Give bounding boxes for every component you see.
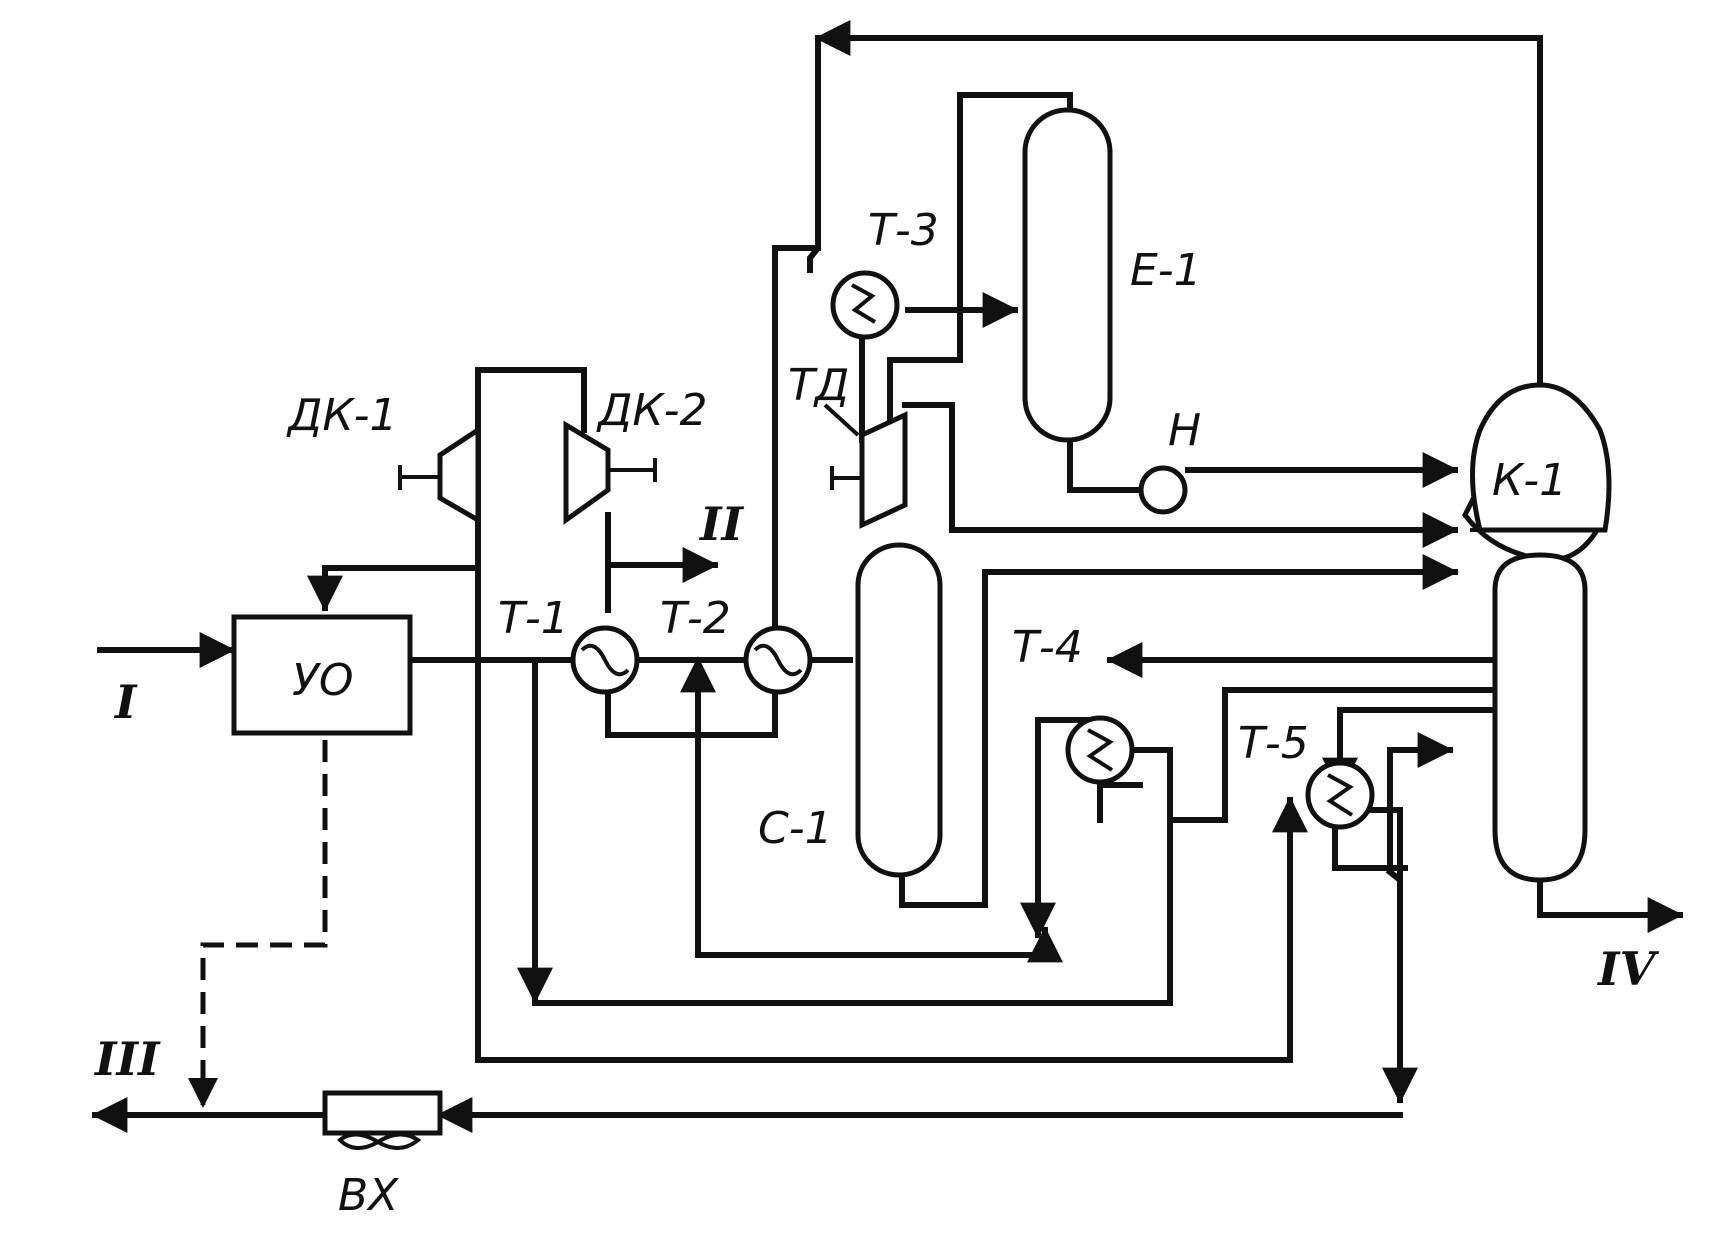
k1-column (1462, 382, 1612, 883)
td-label: ТД (788, 360, 849, 411)
stream-i-label: I (113, 675, 138, 729)
equipment-group: УО ДК-1 ДК-2 Т-1 Т-2 Т-3 ТД (231, 107, 1612, 1221)
stream-iv-label: IV (1596, 942, 1660, 996)
t1-heat-exchanger (570, 625, 640, 695)
t5-heat-exchanger (1305, 760, 1375, 830)
c1-label: С-1 (758, 803, 833, 854)
vx-label: ВХ (338, 1170, 399, 1221)
uo-unit (231, 614, 413, 736)
n-label: Н (1168, 405, 1201, 456)
t2-heat-exchanger (743, 625, 813, 695)
t2-label: Т-2 (660, 593, 731, 644)
k1-label: К-1 (1492, 455, 1567, 506)
vx-air-cooler (322, 1090, 443, 1150)
stream-iii-label: III (93, 1032, 161, 1086)
e1-vessel (1022, 107, 1113, 443)
dk2-label: ДК-2 (596, 385, 707, 436)
n-pump (1138, 465, 1188, 515)
t3-label: Т-3 (868, 205, 939, 256)
uo-label: УО (292, 655, 353, 706)
td-turbo-expander (859, 411, 908, 529)
e1-label: Е-1 (1130, 245, 1202, 296)
dk2-compressor (563, 420, 611, 525)
stream-labels: I II III IV (93, 497, 1660, 1086)
t5-label: Т-5 (1238, 718, 1309, 769)
t1-label: Т-1 (498, 593, 569, 644)
stream-ii-label: II (698, 497, 745, 551)
dk1-label: ДК-1 (286, 390, 397, 441)
t4-label: Т-4 (1012, 622, 1083, 673)
dk1-compressor (437, 425, 481, 525)
t4-heat-exchanger (1065, 715, 1135, 785)
c1-separator (855, 542, 943, 878)
t3-heat-exchanger (830, 270, 900, 340)
